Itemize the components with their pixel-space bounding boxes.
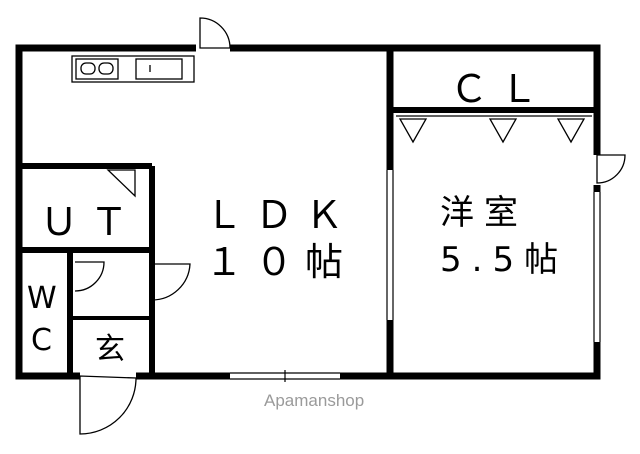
western-name-label: 洋室 bbox=[440, 193, 528, 233]
ldk-size-label: １０帖 bbox=[205, 240, 356, 284]
burner-left-icon bbox=[80, 62, 96, 75]
right-door-swing bbox=[596, 154, 626, 184]
ldk-inner-door-swing bbox=[151, 263, 191, 301]
sink-icon bbox=[135, 58, 183, 80]
ldk-name-label: ＬＤＫ bbox=[205, 193, 356, 237]
wc-label-c: C bbox=[31, 323, 52, 358]
closet-label: ＣＬ bbox=[450, 67, 551, 111]
entrance-label: 玄 bbox=[95, 332, 125, 367]
hanger-mark-2 bbox=[488, 118, 518, 144]
thin-lines bbox=[230, 170, 601, 382]
burner-right-icon bbox=[98, 62, 114, 75]
hanger-mark-1 bbox=[398, 118, 428, 144]
entrance-door-swing bbox=[79, 375, 137, 435]
western-size-label: 5.5帖 bbox=[440, 240, 569, 280]
wc-door-swing bbox=[74, 261, 105, 292]
sliding-door-gap bbox=[386, 170, 394, 320]
door-swings bbox=[74, 17, 626, 435]
counter-outline bbox=[71, 55, 195, 83]
top-door-swing bbox=[199, 17, 231, 49]
kitchen-counter bbox=[71, 55, 195, 83]
wc-label-w: W bbox=[27, 281, 57, 316]
hanger-mark-3 bbox=[556, 118, 586, 144]
ut-door-mark bbox=[106, 169, 136, 198]
stove-icon bbox=[75, 58, 119, 80]
closet-marks bbox=[396, 115, 592, 144]
right-window-gap bbox=[593, 192, 601, 342]
watermark: Apamanshop bbox=[264, 391, 365, 410]
ut-label: ＵＴ bbox=[40, 200, 141, 244]
